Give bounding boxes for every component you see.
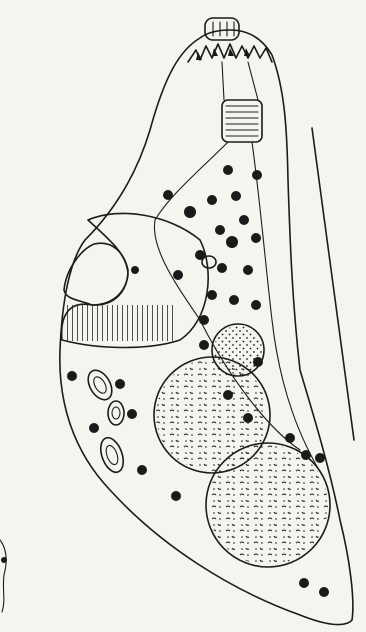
adjacent-figure-dot [1, 557, 7, 563]
scale-bar [312, 128, 354, 440]
acetabulum [62, 213, 209, 347]
pharynx [222, 62, 262, 142]
adjacent-figure-fragment [0, 540, 6, 612]
testis-posterior [206, 443, 330, 567]
